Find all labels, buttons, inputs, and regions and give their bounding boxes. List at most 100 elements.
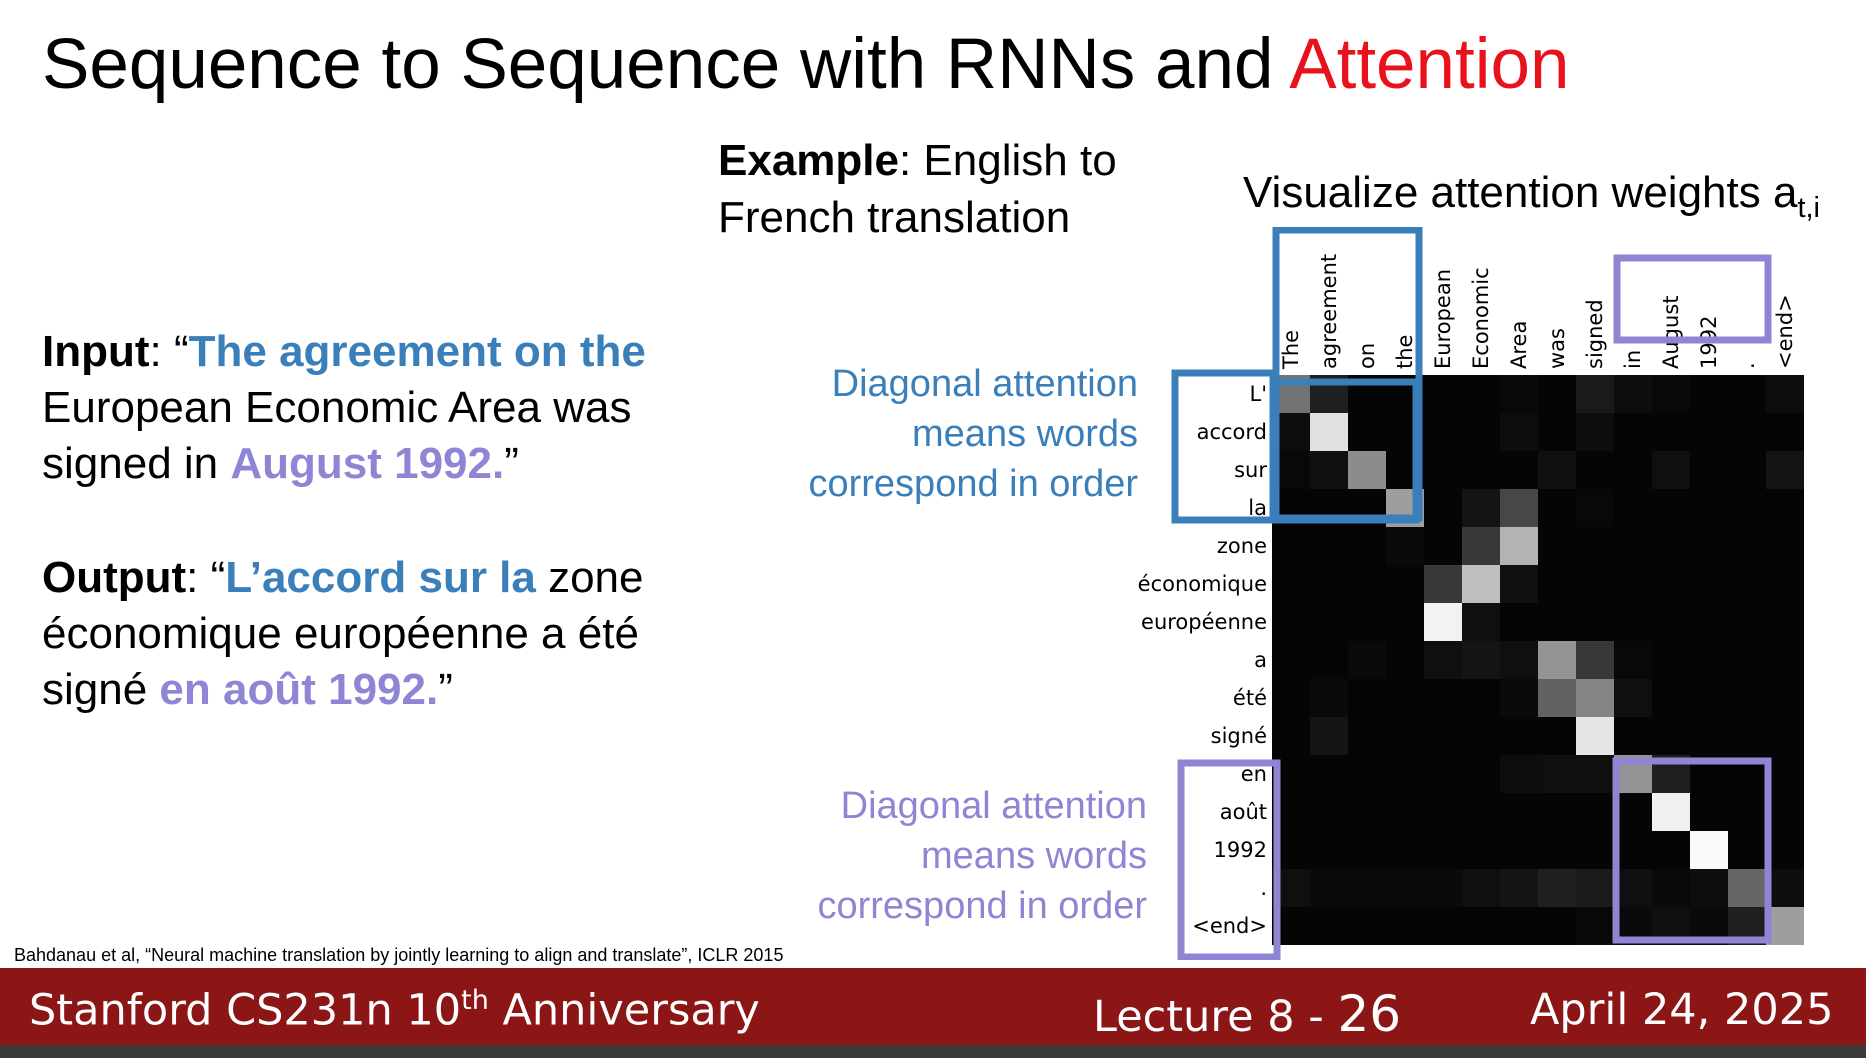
input-label: Input (42, 327, 150, 376)
y-tick-label: a (1254, 648, 1267, 672)
heatmap-cell (1766, 489, 1804, 527)
note-purple: Diagonal attention means words correspon… (817, 785, 1147, 927)
heatmap-cell (1614, 489, 1652, 527)
heatmap-cell (1576, 679, 1614, 717)
purple-target-labels-box (1177, 759, 1281, 960)
heatmap-cell (1462, 679, 1500, 717)
heatmap-cell (1310, 679, 1348, 717)
footer-bar (0, 968, 1866, 1045)
heatmap-cell (1500, 907, 1538, 945)
heatmap-cell (1272, 565, 1310, 603)
heatmap-cell (1386, 679, 1424, 717)
heatmap-cell (1766, 907, 1804, 945)
heatmap-cell (1348, 755, 1386, 793)
heatmap-cell (1462, 717, 1500, 755)
heatmap-cell (1538, 375, 1576, 413)
heatmap-cell (1690, 413, 1728, 451)
y-tick-label: L' (1250, 382, 1267, 406)
heatmap-cell (1500, 755, 1538, 793)
heatmap-cell (1690, 831, 1728, 869)
heatmap-cell (1500, 717, 1538, 755)
input-paragraph: Input: “The agreement on the European Ec… (42, 324, 722, 492)
output-middle: zone économique européenne a été signé (42, 553, 644, 714)
y-tick-label: été (1233, 686, 1267, 710)
heatmap-cell (1462, 413, 1500, 451)
heatmap-cell (1766, 793, 1804, 831)
heatmap-cell (1652, 641, 1690, 679)
footer-lecture-text: Lecture 8 - (1093, 992, 1338, 1042)
heatmap-cell (1652, 679, 1690, 717)
heatmap-cell (1614, 717, 1652, 755)
heatmap-cell (1728, 793, 1766, 831)
heatmap-cell (1462, 451, 1500, 489)
heatmap-cell (1386, 831, 1424, 869)
heatmap-cell (1576, 793, 1614, 831)
heatmap-cell (1766, 679, 1804, 717)
heatmap-cell (1462, 565, 1500, 603)
x-tick-label: in (1621, 350, 1645, 369)
heatmap-cell (1614, 413, 1652, 451)
heatmap-cell (1576, 375, 1614, 413)
heatmap-cell (1538, 603, 1576, 641)
heatmap-cell (1766, 641, 1804, 679)
heatmap-cell (1576, 755, 1614, 793)
heatmap-cell (1386, 527, 1424, 565)
heatmap-cell (1272, 679, 1310, 717)
heatmap-cell (1690, 603, 1728, 641)
heatmap-cell (1272, 641, 1310, 679)
heatmap-cell (1652, 413, 1690, 451)
blue-diagonal-box (1272, 378, 1420, 524)
x-tick-label: was (1545, 328, 1569, 369)
heatmap-cell (1690, 489, 1728, 527)
heatmap-cell (1538, 717, 1576, 755)
heatmap-cell (1348, 907, 1386, 945)
heatmap-cell (1424, 489, 1462, 527)
heatmap-cell (1424, 869, 1462, 907)
heatmap-cell (1538, 451, 1576, 489)
heatmap-cell (1462, 641, 1500, 679)
heatmap-cell (1386, 717, 1424, 755)
heatmap-cell (1272, 603, 1310, 641)
heatmap-cell (1576, 907, 1614, 945)
heatmap-cell (1576, 527, 1614, 565)
heatmap-cell (1576, 869, 1614, 907)
heatmap-cell (1652, 451, 1690, 489)
heatmap-cell (1500, 375, 1538, 413)
input-quote-close: ” (504, 439, 519, 488)
heatmap-cell (1348, 869, 1386, 907)
output-quote-open: : “ (186, 553, 226, 602)
heatmap-cell (1386, 565, 1424, 603)
heatmap-cell (1272, 717, 1310, 755)
heatmap-cell (1500, 565, 1538, 603)
y-tick-label: la (1248, 496, 1267, 520)
heatmap-cell (1690, 527, 1728, 565)
heatmap-cell (1424, 451, 1462, 489)
x-tick-label: Area (1507, 321, 1531, 369)
heatmap-cell (1728, 679, 1766, 717)
heatmap-cell (1652, 831, 1690, 869)
citation: Bahdanau et al, “Neural machine translat… (14, 945, 784, 965)
heatmap-cell (1728, 451, 1766, 489)
heatmap-cell (1538, 413, 1576, 451)
heatmap-cell (1424, 527, 1462, 565)
heatmap-cell (1652, 603, 1690, 641)
heatmap-cell (1538, 565, 1576, 603)
highlight-boxes (1171, 227, 1772, 960)
heatmap-cell (1576, 565, 1614, 603)
footer-course-text: Stanford CS231n 10 (29, 985, 462, 1036)
x-tick-label: the (1393, 335, 1417, 369)
heatmap-cell (1538, 793, 1576, 831)
heatmap-cell (1310, 755, 1348, 793)
heatmap-cell (1576, 717, 1614, 755)
heatmap-cell (1272, 527, 1310, 565)
heatmap-cell (1652, 869, 1690, 907)
heatmap-cell (1500, 489, 1538, 527)
heatmap-cell (1348, 717, 1386, 755)
heatmap-cell (1614, 793, 1652, 831)
heatmap-cell (1766, 413, 1804, 451)
heatmap-cell (1462, 869, 1500, 907)
heatmap-cell (1500, 413, 1538, 451)
output-paragraph: Output: “L’accord sur la zone économique… (42, 550, 722, 718)
heatmap-cell (1310, 717, 1348, 755)
heatmap-cell (1424, 375, 1462, 413)
